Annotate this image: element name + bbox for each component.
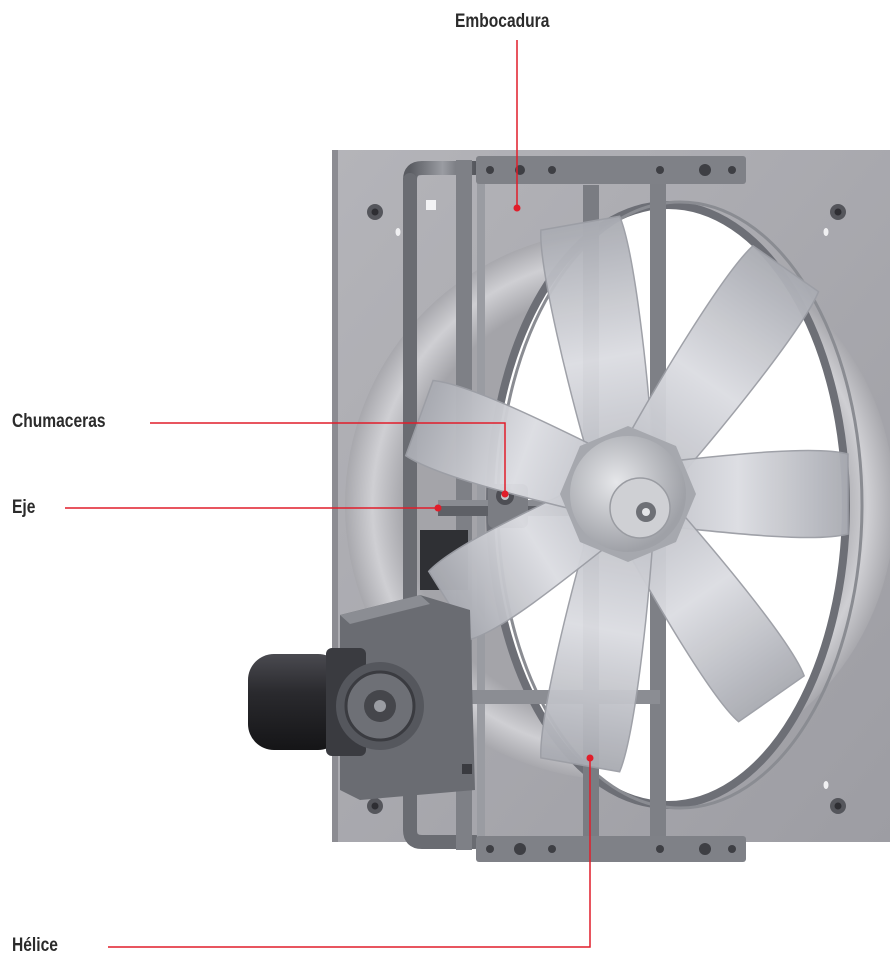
label-chumaceras: Chumaceras <box>12 411 106 432</box>
motor <box>248 648 424 756</box>
leader-helice <box>108 758 591 948</box>
leader-lines <box>65 40 591 948</box>
label-eje: Eje <box>12 497 36 518</box>
hub <box>560 426 696 562</box>
leader-chumaceras <box>150 422 506 492</box>
leader-dots <box>434 204 594 762</box>
panel-bolts <box>367 200 846 814</box>
label-helice: Hélice <box>12 935 58 956</box>
propeller <box>404 215 849 773</box>
label-embocadura: Embocadura <box>455 11 550 32</box>
